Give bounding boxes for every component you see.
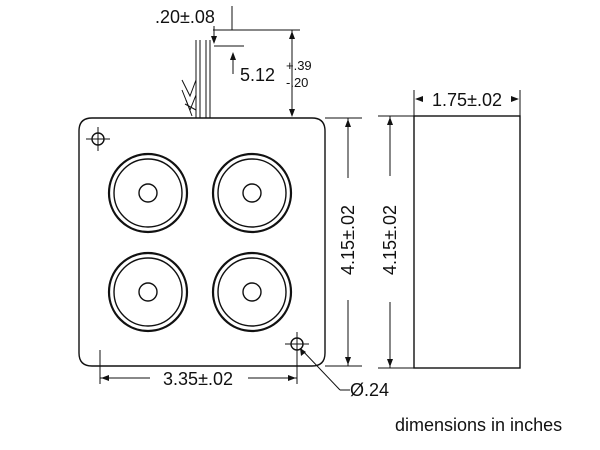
lead-length-tolerance-minus: -.20	[286, 75, 308, 90]
side-view-outline	[413, 115, 521, 369]
transducer-1	[107, 152, 189, 234]
units-note: dimensions in inches	[395, 415, 562, 435]
lead-length-label: 5.12	[240, 65, 275, 85]
side-height-dimension	[378, 115, 414, 369]
hole-diameter-leader	[300, 348, 350, 391]
depth-label: 1.75±.02	[432, 90, 502, 110]
depth-dimension	[413, 90, 521, 116]
lead-wires	[181, 40, 211, 118]
transducer-2	[211, 152, 293, 234]
front-height-dimension	[325, 117, 362, 367]
lead-spacing-dimension	[211, 6, 244, 74]
hole-diameter-label: Ø.24	[350, 380, 389, 400]
side-height-label: 4.15±.02	[380, 205, 400, 275]
mounting-hole-top-left	[86, 127, 110, 151]
lead-spacing-label: .20±.08	[155, 7, 215, 27]
transducer-3	[107, 251, 189, 333]
lead-length-tolerance-plus: +.39	[286, 58, 312, 73]
width-label: 3.35±.02	[163, 369, 233, 389]
width-dimension	[99, 350, 298, 384]
front-height-label: 4.15±.02	[338, 205, 358, 275]
transducer-4	[211, 251, 293, 333]
housing-outline	[78, 117, 326, 367]
lead-length-dimension	[213, 29, 300, 117]
